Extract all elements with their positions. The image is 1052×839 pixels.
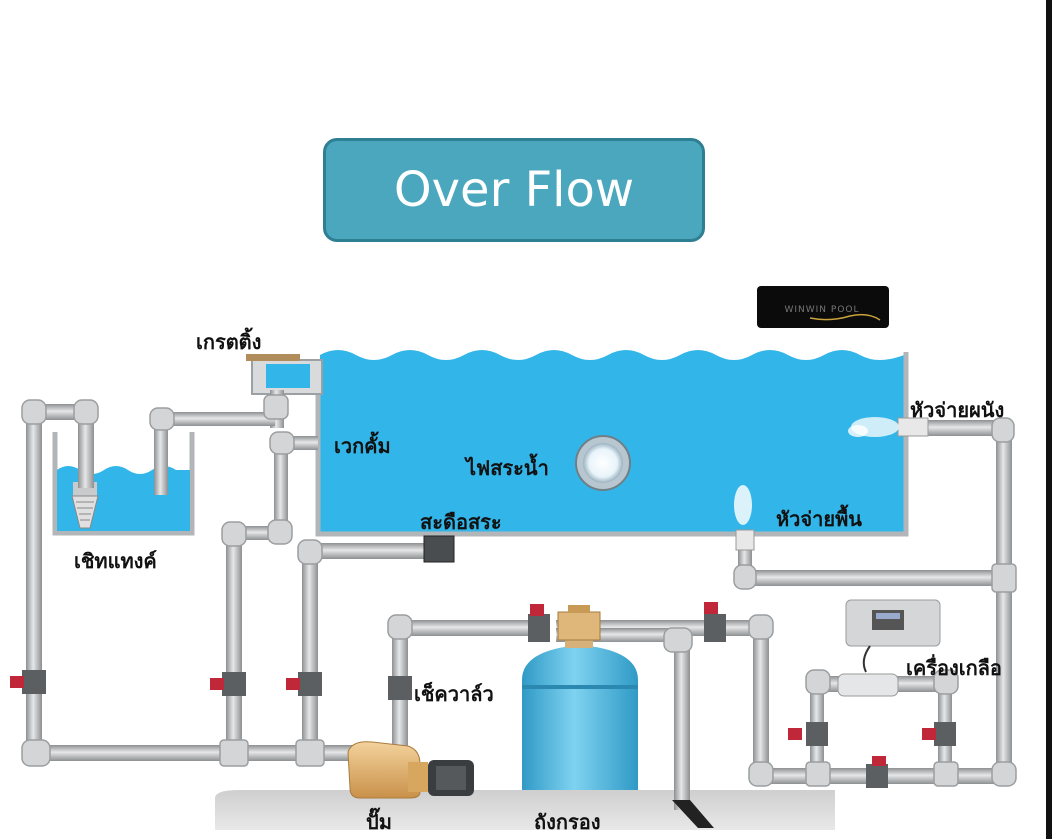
label-wall-inlet: หัวจ่ายผนัง	[910, 398, 1005, 422]
wall-inlet-fitting	[848, 417, 929, 437]
ball-valve-9	[866, 756, 888, 788]
check-valve-3	[286, 672, 322, 696]
label-check-valve: เช็ควาล์ว	[414, 682, 494, 706]
check-valve-2	[210, 672, 246, 696]
grating-plate	[246, 354, 300, 361]
brand-logo: WINWIN POOL	[757, 286, 889, 328]
ball-valve-8	[922, 722, 956, 746]
ground	[215, 790, 835, 830]
label-floor-inlet: หัวจ่ายพื้น	[776, 507, 862, 531]
page-title: Over Flow	[393, 162, 635, 218]
ball-valve-7	[788, 722, 828, 746]
check-valve-4	[388, 676, 412, 700]
ball-valve-6	[704, 602, 726, 642]
label-balance-tank: เชิทแทงค์	[74, 549, 157, 573]
label-grating: เกรตติ้ง	[196, 330, 262, 354]
overflow-gutter	[246, 354, 323, 395]
balance-tank	[52, 432, 195, 536]
label-pool-light: ไฟสระน้ำ	[466, 456, 549, 480]
waste-drain	[672, 800, 714, 828]
logo-text: WINWIN POOL	[784, 305, 859, 315]
title-box: Over Flow	[323, 138, 705, 242]
multiport-valve	[557, 611, 601, 641]
main-drain-fitting	[423, 535, 455, 563]
label-filter: ถังกรอง	[534, 810, 601, 834]
label-salt-chlorinator: เครื่องเกลือ	[906, 656, 1002, 680]
sand-filter	[522, 605, 638, 790]
pipe-fittings	[21, 394, 1017, 787]
floor-inlet-fitting	[734, 485, 755, 551]
label-pump: ปั๊ม	[366, 810, 392, 834]
salt-chlorinator	[837, 599, 941, 697]
valves	[10, 602, 956, 788]
frame-edge	[1046, 0, 1052, 839]
label-vacuum: สะดือสระ	[420, 510, 502, 534]
check-valve-1	[10, 670, 46, 694]
ball-valve-5	[528, 604, 550, 642]
pump	[347, 741, 474, 799]
pool-light	[575, 435, 631, 491]
salt-cell	[837, 673, 899, 697]
label-weir: เวกคั้ม	[334, 434, 391, 458]
